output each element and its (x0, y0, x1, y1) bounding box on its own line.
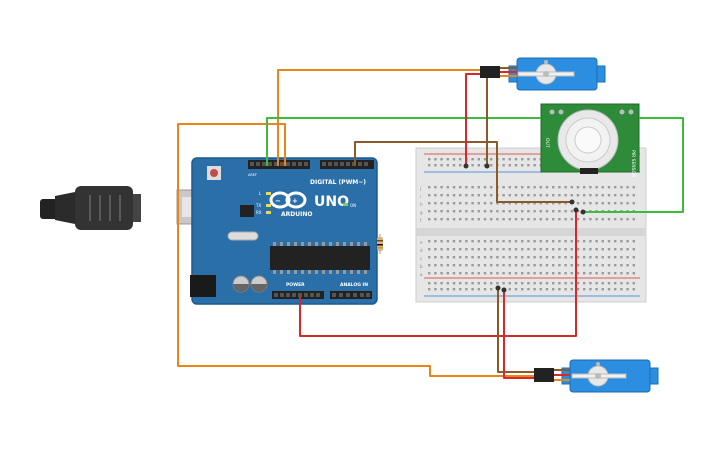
l-led (266, 192, 271, 195)
pir-sensor[interactable]: PIR SENSOR OUT (540, 103, 640, 177)
row-label-i: i (420, 194, 421, 199)
pir-pin-label-out: OUT (544, 138, 550, 148)
analog-header (330, 291, 372, 299)
usb-chip (240, 205, 254, 217)
on-led-label: ON (350, 203, 356, 208)
wire-orange-servo-bottom (177, 123, 534, 377)
row-label-a: a (420, 272, 423, 277)
aref-label: AREF (248, 173, 257, 177)
l-led-label: L (259, 191, 262, 196)
wire-brown-gnd (354, 141, 572, 203)
breadboard-holes (428, 158, 635, 291)
servo-top[interactable] (480, 57, 606, 91)
row-label-b: b (420, 264, 423, 269)
power-label: POWER (286, 282, 305, 288)
power-jack[interactable] (190, 275, 216, 297)
servo-bottom[interactable] (534, 359, 659, 393)
wire-green-pir-right (583, 117, 684, 213)
svg-text:+: + (292, 197, 298, 205)
svg-text:−: − (275, 197, 281, 205)
row-label-j: j (419, 186, 421, 191)
wire-red-servo-top (465, 73, 480, 166)
arduino-uno-board[interactable]: AREF DIGITAL (PWM~) − + ARDUINO UNO L TX… (190, 157, 383, 305)
analog-label: ANALOG IN (340, 282, 368, 288)
pir-side-label: PIR SENSOR (630, 150, 636, 177)
wire-brown-servo-bottom (497, 288, 534, 373)
row-label-c: c (420, 256, 422, 261)
wire-junctions (463, 163, 586, 293)
uno-brand-label: UNO (314, 194, 349, 210)
wire-red-5v (299, 210, 577, 337)
row-label-f: f (420, 218, 422, 223)
wire-orange-servo-top (277, 69, 480, 166)
rx-led (266, 211, 271, 214)
crystal (227, 231, 259, 241)
digital-label: DIGITAL (PWM~) (310, 179, 366, 186)
row-label-e: e (420, 240, 423, 245)
rx-led-label: RX (256, 210, 262, 215)
on-led (343, 203, 348, 206)
row-label-d: d (420, 248, 423, 253)
servo-top-connector (480, 66, 500, 78)
resistor (377, 234, 383, 254)
wire-red-servo-bottom (503, 290, 534, 379)
wire-green-pir-out (266, 117, 541, 166)
arduino-logo-text: ARDUINO (281, 211, 312, 218)
breadboard[interactable]: j i h g f e d c b a (415, 147, 647, 303)
row-label-h: h (420, 202, 423, 207)
atmega-chip (270, 246, 370, 270)
servo-bottom-connector (534, 368, 554, 382)
arduino-logo: − + (269, 191, 307, 209)
tx-led-label: TX (255, 203, 261, 208)
tx-led (266, 204, 271, 207)
row-label-g: g (420, 210, 423, 215)
wires (177, 69, 684, 379)
